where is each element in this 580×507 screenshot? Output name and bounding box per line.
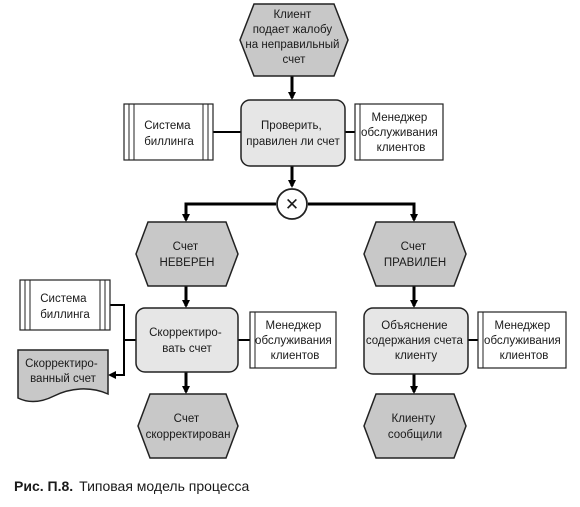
- org-manager-3: Менеджер обслуживания клиентов: [477, 311, 567, 369]
- diagram-canvas: Клиент подает жалобу на неправильный сче…: [17, 3, 567, 459]
- svg-text:Система биллинга: Система биллинга: [40, 293, 90, 321]
- svg-text:Счет ПРАВИЛЕН: Счет ПРАВИЛЕН: [384, 241, 446, 269]
- edge-xor-to-wrong: [182, 202, 276, 222]
- event-client-complaint: Клиент подает жалобу на неправильный сче…: [239, 3, 349, 77]
- svg-text:Менеджер обслуживания: Менеджер обслуживания клиентов: [484, 320, 564, 362]
- figure-caption-text: Типовая модель процесса: [79, 478, 250, 494]
- svg-text:Объяснение содержания сч: Объяснение содержания счета клиенту: [366, 320, 466, 362]
- svg-text:Скорректиро- вать счет: Скорректиро- вать счет: [149, 327, 225, 355]
- figure-caption: Рис. П.8. Типовая модель процесса: [14, 478, 249, 494]
- event-invoice-corrected: Счет скорректирован: [137, 393, 239, 459]
- svg-text:Система биллинга: Система биллинга: [144, 120, 194, 148]
- svg-text:Клиент подает жалобу: Клиент подает жалобу на неправильный сче…: [245, 9, 342, 66]
- edge-billing2-to-correct-func: [110, 304, 136, 341]
- org-manager-2: Менеджер обслуживания клиентов: [249, 311, 337, 369]
- xor-connector: ✕: [276, 188, 308, 220]
- event-client-informed: Клиенту сообщили: [363, 393, 467, 459]
- system-billing-1: Система биллинга: [123, 103, 214, 161]
- function-explain-invoice: Объяснение содержания счета клиенту: [363, 307, 469, 375]
- function-check-invoice: Проверить, правилен ли счет: [240, 99, 346, 167]
- function-correct-invoice: Скорректиро- вать счет: [135, 307, 239, 373]
- event-invoice-wrong: Счет НЕВЕРЕН: [135, 221, 239, 287]
- edge-correct-func-to-doc: [108, 340, 125, 379]
- event-invoice-correct: Счет ПРАВИЛЕН: [363, 221, 467, 287]
- svg-text:Проверить, правилен ли с: Проверить, правилен ли счет: [246, 120, 340, 148]
- svg-text:Скорректиро- ванный счет: Скорректиро- ванный счет: [25, 358, 101, 385]
- svg-text:Счет НЕВЕРЕН: Счет НЕВЕРЕН: [160, 241, 215, 269]
- figure-caption-label: Рис. П.8.: [14, 478, 74, 494]
- svg-text:Менеджер обслуживания: Менеджер обслуживания клиентов: [255, 320, 335, 362]
- svg-text:Менеджер обслуживания: Менеджер обслуживания клиентов: [361, 112, 441, 154]
- edge-xor-to-correct: [308, 202, 418, 222]
- svg-text:Клиенту сообщили: Клиенту сообщили: [388, 413, 442, 441]
- connections: [108, 76, 478, 394]
- system-billing-2: Система биллинга: [19, 279, 111, 331]
- svg-text:Счет скорректирован: Счет скорректирован: [146, 413, 231, 441]
- org-manager-1: Менеджер обслуживания клиентов: [354, 103, 444, 161]
- document-corrected-invoice: Скорректиро- ванный счет: [17, 349, 109, 403]
- svg-text:✕: ✕: [285, 195, 299, 214]
